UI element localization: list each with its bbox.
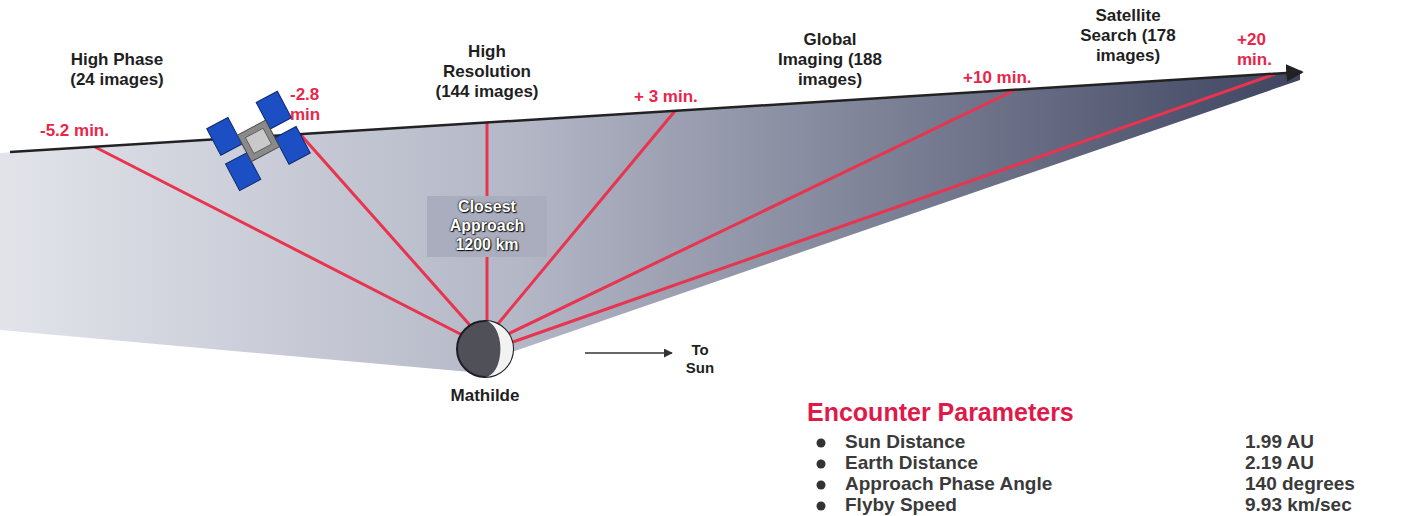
parameter-value: 140 degrees	[1245, 473, 1355, 495]
sun-arrow	[585, 352, 672, 354]
asteroid-node: Mathilde	[435, 318, 535, 406]
parameter-name: Flyby Speed	[845, 494, 1225, 516]
phase-label: Satellite Search (178 images)	[1072, 6, 1184, 66]
sun-direction-label: To Sun	[678, 341, 722, 376]
closest-approach-label: Closest Approach 1200 km	[427, 196, 547, 257]
sight-lines	[95, 74, 1275, 343]
time-mark: +10 min.	[963, 68, 1053, 88]
parameter-value: 2.19 AU	[1245, 452, 1314, 474]
parameter-value: 9.93 km/sec	[1245, 494, 1352, 516]
asteroid-shape	[435, 318, 535, 380]
time-mark: +20 min.	[1237, 30, 1279, 70]
asteroid-name: Mathilde	[435, 386, 535, 406]
time-mark: + 3 min.	[634, 87, 724, 107]
phase-label: High Phase (24 images)	[61, 50, 173, 90]
parameter-name: Earth Distance	[845, 452, 1225, 474]
table-heading: Encounter Parameters	[807, 398, 1207, 428]
phase-label: Global Imaging (188 images)	[774, 30, 886, 90]
time-mark: -5.2 min.	[40, 121, 130, 141]
shadow-wedge	[0, 72, 1300, 372]
parameter-name: Approach Phase Angle	[845, 473, 1225, 495]
lit-crescent	[485, 321, 513, 377]
bullets	[817, 439, 826, 511]
time-mark: -2.8 min	[290, 85, 330, 125]
parameter-value: 1.99 AU	[1245, 431, 1314, 453]
trajectory-line	[10, 72, 1302, 152]
parameter-name: Sun Distance	[845, 431, 1225, 453]
asteroid-body	[457, 321, 513, 377]
phase-label: High Resolution (144 images)	[427, 42, 547, 102]
